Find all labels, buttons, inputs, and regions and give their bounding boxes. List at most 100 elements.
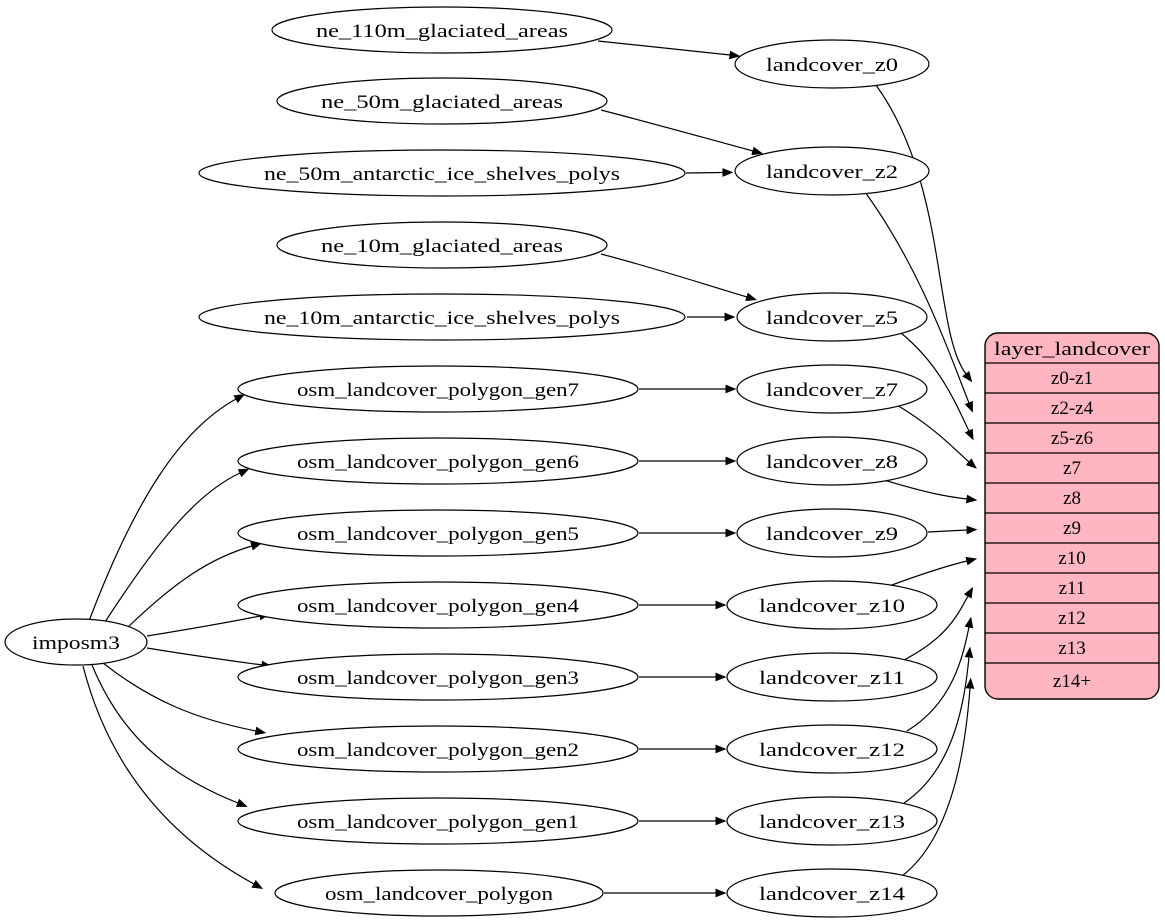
node-osm-landcover-polygon-gen5: osm_landcover_polygon_gen5 — [237, 509, 639, 557]
edge-landcover-z9-to-row-z9 — [927, 525, 978, 535]
edge-imposm3-to-osm-landcover-polygon-gen5 — [127, 541, 263, 628]
node-landcover-z7: landcover_z7 — [736, 364, 928, 414]
osm-landcover-polygon-label: osm_landcover_polygon — [325, 884, 554, 905]
landcover-z11-ellipse — [726, 652, 938, 702]
ne-110m-glaciated-areas-ellipse — [271, 6, 613, 54]
landcover-z9-ellipse — [736, 508, 928, 558]
edge-layer — [82, 40, 978, 898]
node-ne-50m-antarctic-ice-shelves-polys: ne_50m_antarctic_ice_shelves_polys — [198, 149, 686, 197]
osm-landcover-polygon-gen6-ellipse — [237, 437, 639, 485]
landcover-z13-label: landcover_z13 — [759, 812, 905, 833]
table-row-z2-z4: z2-z4 — [1051, 398, 1094, 419]
edge-landcover-z12-to-row-z12 — [906, 616, 974, 732]
osm-landcover-polygon-gen2-label: osm_landcover_polygon_gen2 — [297, 740, 579, 761]
imposm3-label: imposm3 — [32, 633, 120, 654]
osm-landcover-polygon-gen3-label: osm_landcover_polygon_gen3 — [297, 668, 579, 689]
edge-landcover-z2-to-row-z2-z4 — [864, 191, 973, 413]
table-row-z9: z9 — [1063, 518, 1081, 539]
osm-landcover-polygon-gen5-label: osm_landcover_polygon_gen5 — [297, 524, 579, 545]
osm-landcover-polygon-gen4-label: osm_landcover_polygon_gen4 — [297, 596, 580, 617]
landcover-z7-ellipse — [736, 364, 928, 414]
node-imposm3: imposm3 — [4, 618, 148, 666]
ne-50m-glaciated-areas-ellipse — [276, 77, 608, 125]
osm-landcover-polygon-gen6-label: osm_landcover_polygon_gen6 — [297, 452, 579, 473]
landcover-z10-ellipse — [726, 580, 938, 630]
node-landcover-z14: landcover_z14 — [726, 868, 938, 918]
osm-landcover-polygon-gen7-label: osm_landcover_polygon_gen7 — [297, 380, 579, 401]
osm-landcover-polygon-gen5-ellipse — [237, 509, 639, 557]
landcover-z0-ellipse — [734, 39, 930, 89]
table-row-z5-z6: z5-z6 — [1051, 428, 1093, 449]
ne-50m-glaciated-areas-label: ne_50m_glaciated_areas — [321, 92, 563, 113]
node-landcover-z13: landcover_z13 — [726, 796, 938, 846]
ne-10m-antarctic-ice-shelves-polys-ellipse — [198, 293, 686, 341]
node-osm-landcover-polygon-gen2: osm_landcover_polygon_gen2 — [237, 725, 639, 773]
landcover-z2-ellipse — [734, 146, 930, 196]
table-background — [984, 332, 1160, 700]
landcover-z2-label: landcover_z2 — [766, 162, 898, 183]
table-row-z13: z13 — [1058, 638, 1085, 659]
edge-imposm3-to-osm-landcover-polygon — [82, 665, 264, 890]
node-osm-landcover-polygon-gen1: osm_landcover_polygon_gen1 — [237, 797, 639, 845]
node-landcover-z10: landcover_z10 — [726, 580, 938, 630]
osm-landcover-polygon-gen3-ellipse — [237, 653, 639, 701]
edge-ne-50m-glaciated-areas-to-landcover-z2 — [600, 109, 764, 156]
node-osm-landcover-polygon: osm_landcover_polygon — [274, 869, 604, 917]
landcover-z11-label: landcover_z11 — [759, 668, 905, 689]
node-ne-110m-glaciated-areas: ne_110m_glaciated_areas — [271, 6, 613, 54]
landcover-z7-label: landcover_z7 — [766, 380, 898, 401]
edge-landcover-z13-to-row-z13 — [903, 646, 974, 804]
edge-landcover-z0-to-row-z0-z1 — [875, 84, 973, 383]
landcover-z5-ellipse — [736, 292, 928, 342]
osm-landcover-polygon-gen1-label: osm_landcover_polygon_gen1 — [297, 812, 579, 833]
edge-imposm3-to-osm-landcover-polygon-gen2 — [102, 662, 267, 736]
node-ne-50m-glaciated-areas: ne_50m_glaciated_areas — [276, 77, 608, 125]
landcover-z13-ellipse — [726, 796, 938, 846]
table-title: layer_landcover — [994, 339, 1151, 360]
edge-imposm3-to-osm-landcover-polygon-gen7 — [88, 393, 246, 622]
table-row-z10: z10 — [1058, 548, 1085, 569]
ne-10m-antarctic-ice-shelves-polys-label: ne_10m_antarctic_ice_shelves_polys — [264, 308, 620, 329]
ne-50m-antarctic-ice-shelves-polys-label: ne_50m_antarctic_ice_shelves_polys — [264, 164, 620, 185]
osm-landcover-polygon-gen7-ellipse — [237, 365, 639, 413]
edge-ne-50m-antarctic-ice-shelves-polys-to-landcover-z2 — [685, 168, 734, 177]
edge-ne-110m-glaciated-areas-to-landcover-z0 — [597, 40, 741, 60]
edge-landcover-z14-to-row-z14plus — [901, 677, 975, 877]
table-row-z0-z1: z0-z1 — [1051, 368, 1093, 389]
landcover-z10-label: landcover_z10 — [759, 596, 905, 617]
landcover-z9-label: landcover_z9 — [766, 524, 898, 545]
edge-imposm3-to-osm-landcover-polygon-gen6 — [104, 468, 250, 623]
table-row-z11: z11 — [1059, 578, 1086, 599]
osm-landcover-polygon-ellipse — [274, 869, 604, 917]
landcover-z5-label: landcover_z5 — [766, 308, 898, 329]
edge-imposm3-to-osm-landcover-polygon-gen1 — [91, 664, 248, 807]
node-osm-landcover-polygon-gen4: osm_landcover_polygon_gen4 — [237, 581, 639, 629]
node-osm-landcover-polygon-gen7: osm_landcover_polygon_gen7 — [237, 365, 639, 413]
node-osm-landcover-polygon-gen6: osm_landcover_polygon_gen6 — [237, 437, 639, 485]
table-row-z8: z8 — [1063, 488, 1081, 509]
node-landcover-z8: landcover_z8 — [736, 436, 928, 486]
landcover-z14-ellipse — [726, 868, 938, 918]
ne-110m-glaciated-areas-label: ne_110m_glaciated_areas — [316, 21, 568, 42]
ne-10m-glaciated-areas-label: ne_10m_glaciated_areas — [321, 236, 563, 257]
table-row-z7: z7 — [1063, 458, 1081, 479]
ne-10m-glaciated-areas-ellipse — [276, 221, 608, 269]
node-landcover-z5: landcover_z5 — [736, 292, 928, 342]
edge-landcover-z7-to-row-z7 — [896, 404, 977, 469]
node-landcover-z2: landcover_z2 — [734, 146, 930, 196]
osm-landcover-polygon-gen2-ellipse — [237, 725, 639, 773]
table-layer-landcover: layer_landcover z0-z1 z2-z4 z5-z6 z7 z8 … — [984, 332, 1160, 700]
ne-50m-antarctic-ice-shelves-polys-ellipse — [198, 149, 686, 197]
node-landcover-z0: landcover_z0 — [734, 39, 930, 89]
landcover-z12-label: landcover_z12 — [759, 740, 905, 761]
osm-landcover-polygon-gen1-ellipse — [237, 797, 639, 845]
node-landcover-z11: landcover_z11 — [726, 652, 938, 702]
node-landcover-z9: landcover_z9 — [736, 508, 928, 558]
node-ne-10m-antarctic-ice-shelves-polys: ne_10m_antarctic_ice_shelves_polys — [198, 293, 686, 341]
edge-landcover-z10-to-row-z10 — [888, 556, 978, 587]
edge-imposm3-to-osm-landcover-polygon-gen4 — [146, 611, 271, 637]
landcover-z8-label: landcover_z8 — [766, 452, 898, 473]
node-osm-landcover-polygon-gen3: osm_landcover_polygon_gen3 — [237, 653, 639, 701]
